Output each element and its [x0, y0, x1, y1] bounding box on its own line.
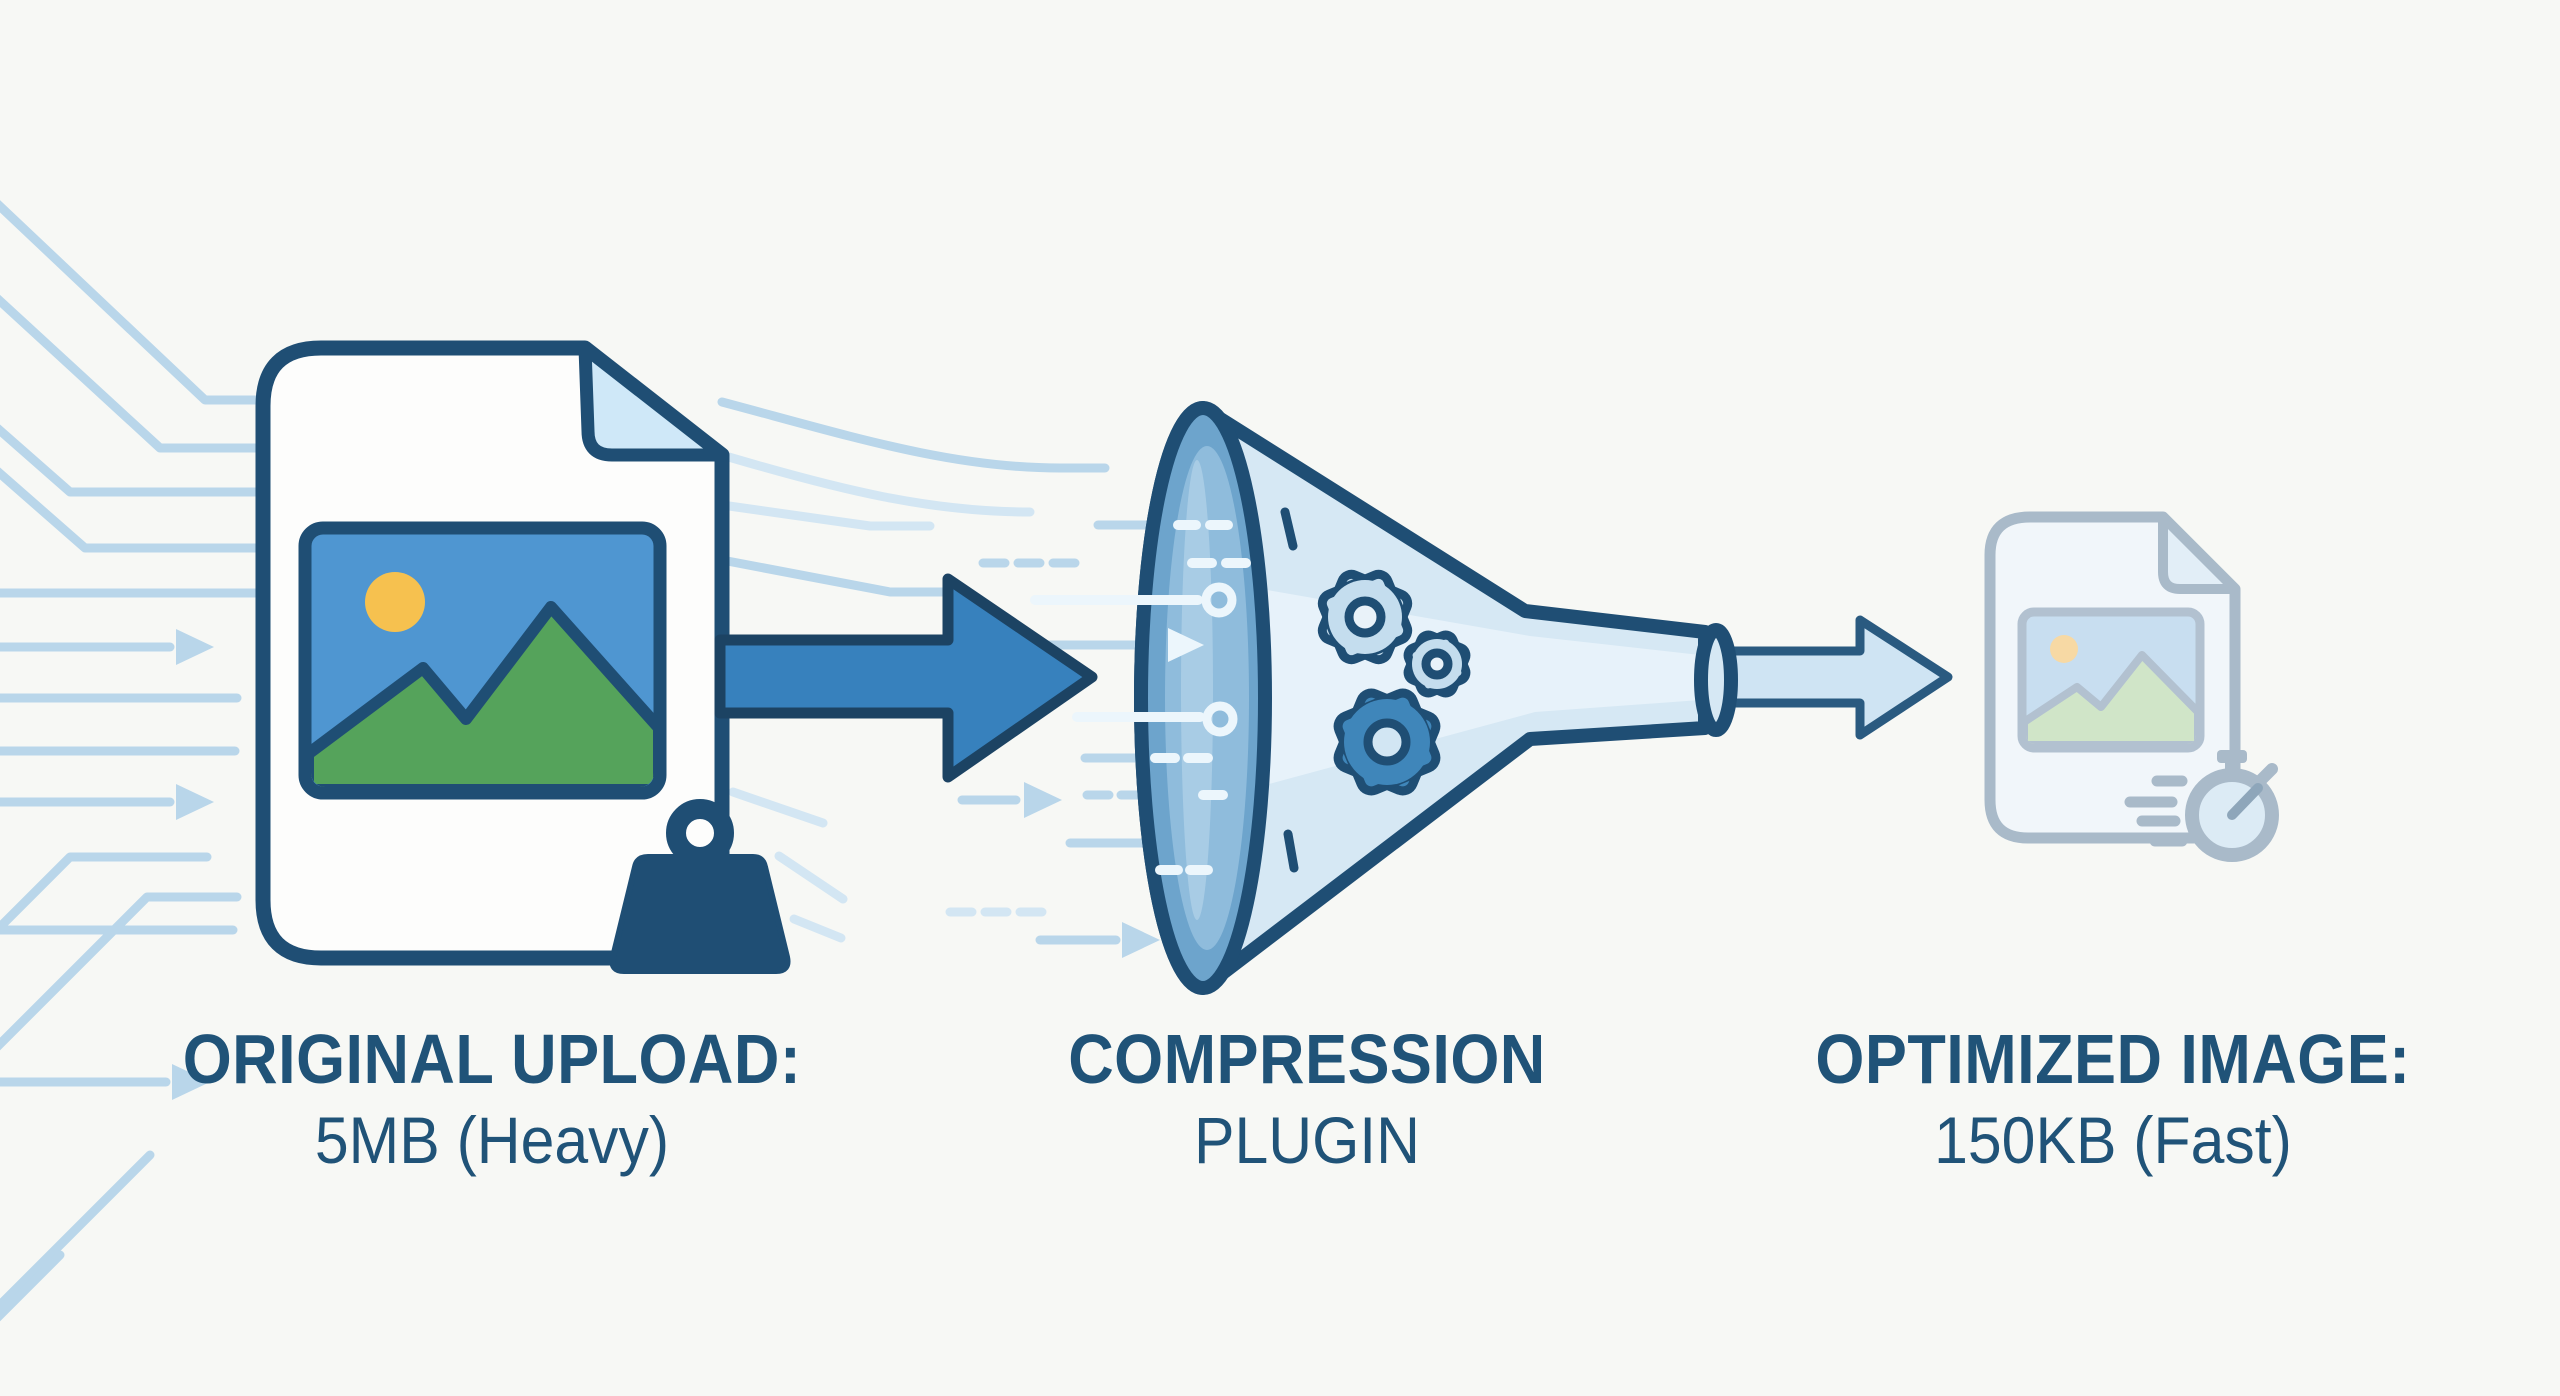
original-image-file-icon — [255, 340, 791, 974]
input-arrow-icon — [714, 573, 1098, 783]
optimized-image-file-icon — [1984, 511, 2279, 862]
flow-ring-icon — [1201, 582, 1237, 618]
caption-line-1: ORIGINAL UPLOAD: — [182, 1020, 802, 1098]
page-fold-corner — [2158, 512, 2240, 594]
speed-lines-icon — [2124, 775, 2188, 847]
flow-arrowhead-icon — [172, 1064, 210, 1100]
caption-original-upload: ORIGINAL UPLOAD: 5MB (Heavy) — [82, 1019, 902, 1181]
flow-arrowhead-icon — [176, 784, 214, 820]
caption-line-2: PLUGIN — [1193, 1103, 1421, 1177]
gear-small-light-icon — [1403, 630, 1471, 698]
caption-compression-plugin: COMPRESSION PLUGIN — [897, 1019, 1717, 1181]
stopwatch-hand — [2227, 783, 2263, 820]
caption-optimized-image: OPTIMIZED IMAGE: 150KB (Fast) — [1703, 1019, 2523, 1181]
mountains-icon — [2026, 651, 2196, 744]
caption-line-2: 5MB (Heavy) — [314, 1103, 670, 1177]
flow-arrowhead-icon — [1168, 628, 1204, 662]
funnel-tick-marks — [1280, 507, 1299, 873]
photo-thumbnail-faded-icon — [2017, 607, 2205, 753]
flow-arrowhead-icon — [1122, 922, 1160, 958]
circuit-traces-decoration — [0, 200, 305, 1322]
sun-icon — [2050, 635, 2078, 663]
gear-large-dark-icon — [1333, 688, 1441, 796]
output-arrow-icon — [1711, 615, 1953, 740]
flow-arrowhead-icon — [1024, 782, 1062, 818]
caption-line-1: OPTIMIZED IMAGE: — [1815, 1020, 2411, 1098]
stopwatch-icon — [2185, 750, 2279, 862]
photo-thumbnail-icon — [298, 521, 667, 800]
mountains-icon — [311, 601, 654, 787]
compression-funnel-icon — [1030, 401, 1953, 995]
sun-icon — [365, 572, 425, 632]
flow-ring-icon — [1202, 701, 1238, 737]
funnel-spout — [1694, 623, 1738, 737]
page-fold-corner — [578, 341, 729, 462]
weight-icon — [609, 799, 791, 974]
caption-line-1: COMPRESSION — [1068, 1020, 1546, 1098]
gears-icon — [1317, 569, 1471, 796]
mouth-flow-overlays — [1030, 520, 1251, 875]
caption-line-2: 150KB (Fast) — [1934, 1103, 2292, 1177]
gear-large-light-icon — [1317, 569, 1413, 665]
flow-arrowhead-icon — [176, 629, 214, 665]
